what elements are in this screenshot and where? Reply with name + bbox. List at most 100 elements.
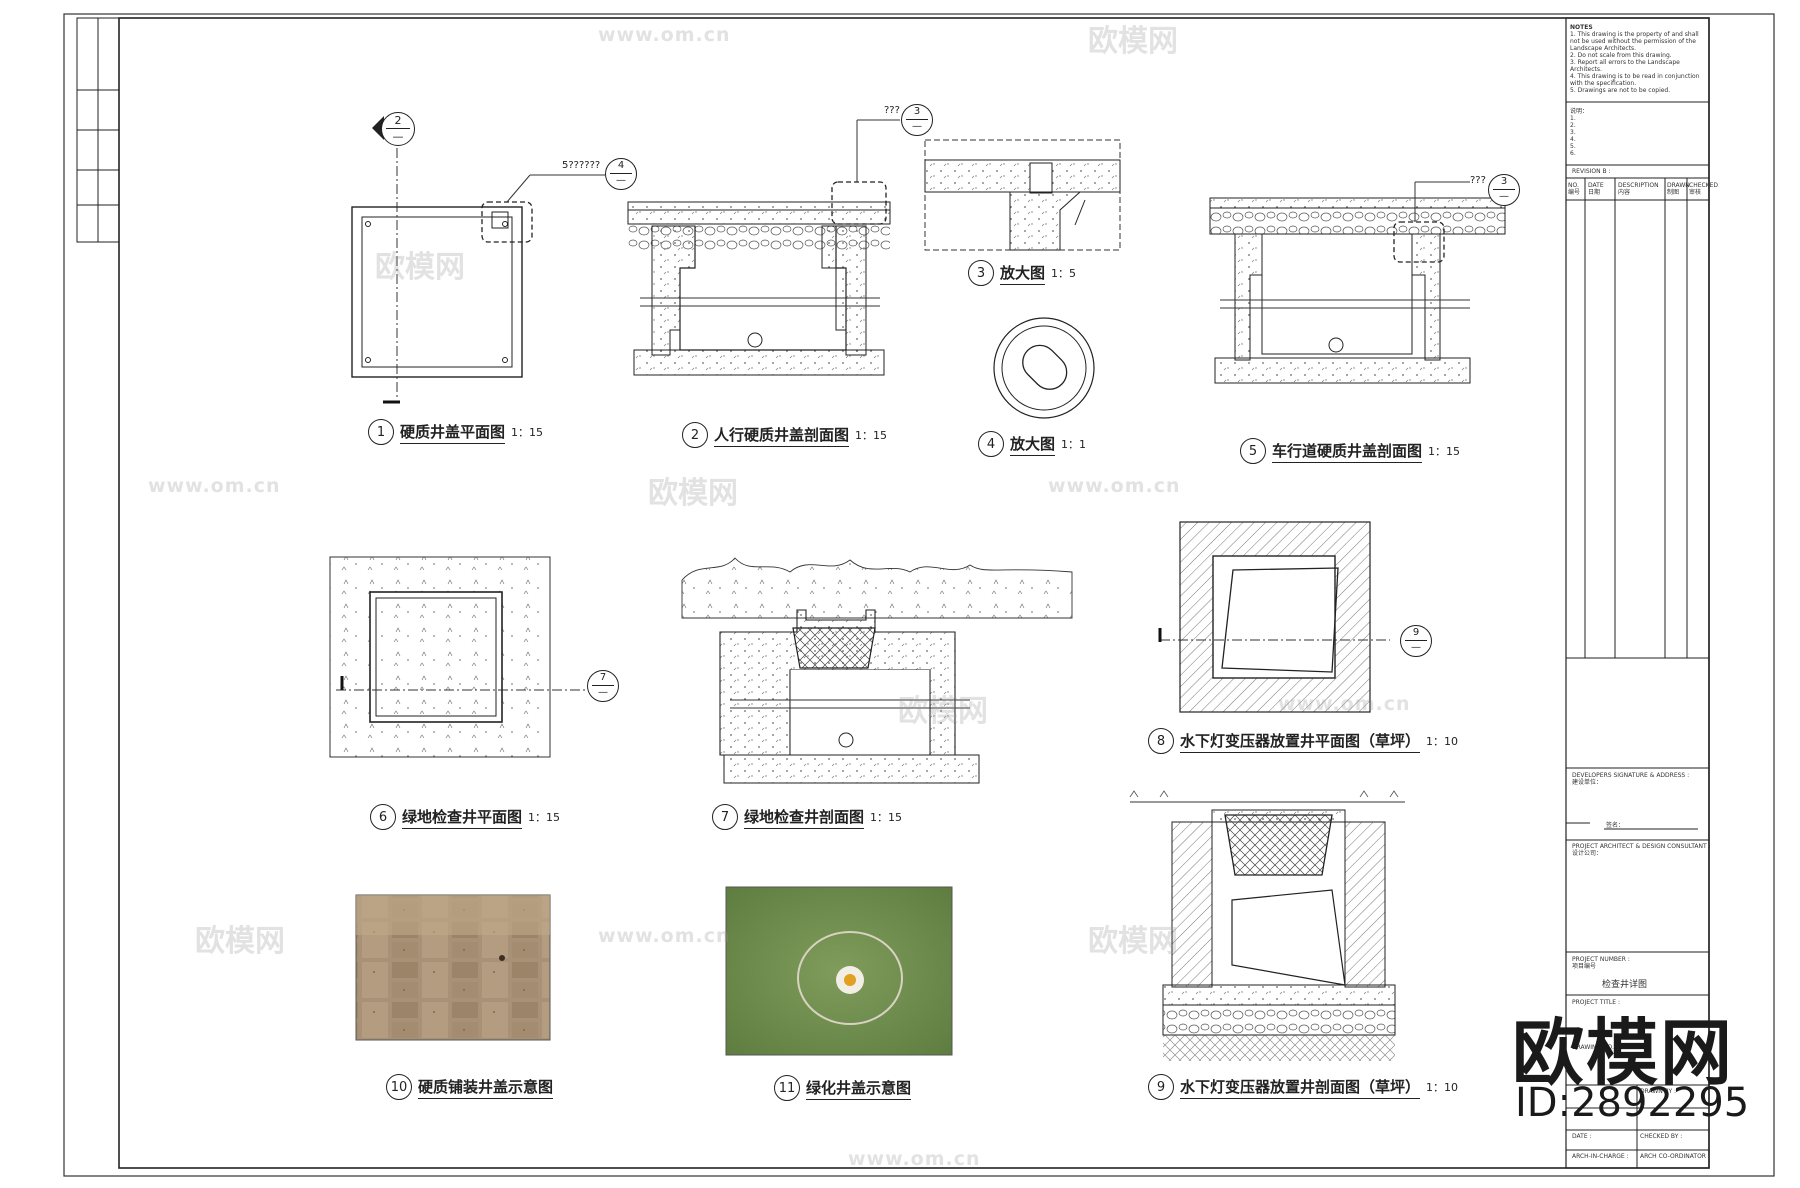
drawing-3-detail	[924, 139, 1121, 251]
caption-6-scale: 1：15	[528, 811, 561, 824]
callout-3b-prefix-text: ???	[1470, 175, 1486, 186]
project-title-label: PROJECT TITLE :	[1572, 999, 1620, 1006]
rev-header-description: DESCRIPTION 内容	[1618, 182, 1659, 196]
note-cn-4: 4.	[1570, 136, 1576, 143]
caption-3-scale: 1：5	[1051, 267, 1077, 280]
rev-header-drawn: DRAWN 制图	[1667, 182, 1690, 196]
caption-4-title: 放大图	[1010, 433, 1056, 456]
title-block-notes: NOTES 1. This drawing is the property of…	[1570, 24, 1705, 94]
developer-label-en: DEVELOPERS SIGNATURE & ADDRESS :	[1572, 772, 1690, 779]
note-cn-3: 3.	[1570, 129, 1576, 136]
caption-2-title: 人行硬质井盖剖面图	[714, 424, 850, 447]
project-number-label-cn: 项目编号	[1572, 963, 1597, 970]
developer-label: DEVELOPERS SIGNATURE & ADDRESS : 建设单位：	[1572, 772, 1689, 786]
caption-5-number: 5	[1240, 438, 1266, 464]
caption-4: 4 放大图 1：1	[978, 431, 1086, 457]
caption-1-scale: 1：15	[511, 426, 544, 439]
callout-9-number: 9	[1412, 627, 1420, 638]
arch-in-charge-label: ARCH-IN-CHARGE :	[1572, 1153, 1629, 1160]
callout-3b-sub: —	[1493, 189, 1515, 204]
caption-3-title: 放大图	[1000, 262, 1046, 285]
drawing-5-section	[1209, 181, 1506, 384]
caption-4-number: 4	[978, 431, 1004, 457]
architect-label-cn: 设计公司：	[1572, 850, 1603, 857]
drawing-name: 检查井详图	[1602, 980, 1648, 990]
caption-9: 9 水下灯变压器放置井剖面图（草坪） 1：10	[1148, 1074, 1458, 1100]
rev-header-checked-en: CHECKED	[1689, 182, 1719, 189]
revision-label: REVISION B :	[1572, 168, 1611, 175]
rev-header-description-cn: 内容	[1618, 189, 1631, 196]
callout-2-sub: —	[386, 128, 410, 144]
caption-10: 10 硬质铺装井盖示意图	[386, 1074, 554, 1100]
arch-coordinator-label: ARCH CO-ORDINATOR :	[1640, 1153, 1710, 1160]
callout-9-sub: —	[1405, 640, 1427, 655]
photo-11-lawn	[725, 886, 953, 1056]
callout-3a-bubble: 3 —	[901, 104, 933, 136]
drawing-no-label: DRAWING NO. :	[1572, 1044, 1618, 1051]
note-en-3: 3. Report all errors to the Landscape Ar…	[1570, 59, 1680, 73]
photo-10-paving	[355, 894, 551, 1041]
notes-label: NOTES	[1570, 24, 1593, 31]
caption-5-scale: 1：15	[1428, 445, 1461, 458]
caption-2-number: 2	[682, 422, 708, 448]
caption-9-number: 9	[1148, 1074, 1174, 1100]
caption-3: 3 放大图 1：5	[968, 260, 1076, 286]
callout-3b-number: 3	[1500, 176, 1508, 187]
caption-11: 11 绿化井盖示意图	[774, 1075, 912, 1101]
callout-2: 2 —	[381, 112, 415, 146]
architect-label: PROJECT ARCHITECT & DESIGN CONSULTANT : …	[1572, 843, 1711, 857]
callout-4-prefix: 5??????	[562, 160, 601, 171]
caption-10-title: 硬质铺装井盖示意图	[418, 1076, 554, 1099]
caption-6-title: 绿地检查井平面图	[402, 806, 523, 829]
caption-9-scale: 1：10	[1426, 1081, 1459, 1094]
note-cn-2: 2.	[1570, 122, 1576, 129]
caption-8-number: 8	[1148, 728, 1174, 754]
rev-header-drawn-en: DRAWN	[1667, 182, 1690, 189]
drawing-6-plan	[329, 556, 604, 758]
rev-header-no-cn: 编号	[1568, 189, 1581, 196]
rev-header-date-cn: 日期	[1588, 189, 1601, 196]
note-cn-5: 5.	[1570, 143, 1576, 150]
callout-3a-number: 3	[913, 106, 921, 117]
note-cn-1: 1.	[1570, 115, 1576, 122]
caption-2: 2 人行硬质井盖剖面图 1：15	[682, 422, 887, 448]
checked-label: CHECKED BY :	[1640, 1133, 1683, 1140]
note-cn-6: 6.	[1570, 150, 1576, 157]
rev-header-no-en: NO.	[1568, 182, 1579, 189]
callout-7-sub: —	[592, 685, 614, 700]
caption-4-scale: 1：1	[1061, 438, 1087, 451]
title-block-grid	[1566, 101, 1709, 1168]
caption-7-scale: 1：15	[870, 811, 903, 824]
notes-cn-label: 说明：	[1570, 108, 1589, 115]
rev-header-checked: CHECKED 审核	[1689, 182, 1718, 196]
drawing-7-section	[681, 557, 1073, 784]
caption-7: 7 绿地检查井剖面图 1：15	[712, 804, 902, 830]
note-en-1: 1. This drawing is the property of and s…	[1570, 31, 1699, 52]
callout-3a-sub: —	[906, 119, 928, 134]
project-number-label-en: PROJECT NUMBER :	[1572, 956, 1630, 963]
callout-4-bubble: 4 —	[605, 158, 637, 190]
caption-5-title: 车行道硬质井盖剖面图	[1272, 440, 1423, 463]
caption-8: 8 水下灯变压器放置井平面图（草坪） 1：10	[1148, 728, 1458, 754]
caption-8-title: 水下灯变压器放置井平面图（草坪）	[1180, 730, 1421, 753]
callout-3a-prefix: ???	[884, 105, 900, 116]
rev-header-no: NO. 编号	[1568, 182, 1580, 196]
callout-2-number: 2	[394, 114, 402, 127]
caption-11-title: 绿化井盖示意图	[806, 1077, 912, 1100]
drawn-label: DRAWN BY :	[1640, 1088, 1677, 1095]
callout-4: 5??????	[562, 160, 600, 171]
caption-7-number: 7	[712, 804, 738, 830]
rev-header-date: DATE 日期	[1588, 182, 1604, 196]
drawing-8-plan	[1158, 521, 1390, 713]
callout-9: 9 —	[1400, 625, 1432, 657]
drawing-2-section	[627, 119, 900, 376]
watermark-logo-text: 欧模网	[1512, 1011, 1735, 1095]
date-label: DATE :	[1572, 1133, 1592, 1140]
caption-5: 5 车行道硬质井盖剖面图 1：15	[1240, 438, 1460, 464]
callout-3b-prefix: ???	[1470, 175, 1486, 186]
callout-3a-prefix-text: ???	[884, 105, 900, 116]
rev-header-date-en: DATE	[1588, 182, 1604, 189]
caption-3-number: 3	[968, 260, 994, 286]
